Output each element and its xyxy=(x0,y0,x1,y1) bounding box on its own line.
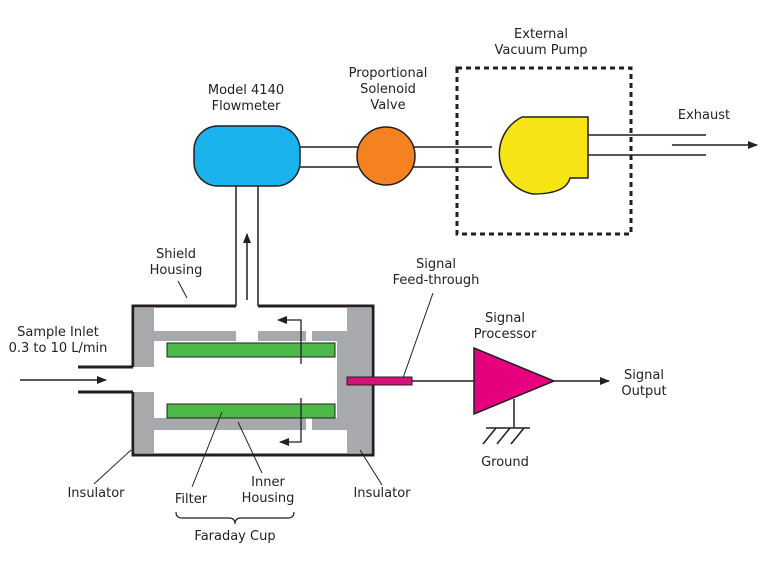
feedthrough-label-1: Signal xyxy=(416,257,456,272)
processor-label-1: Signal xyxy=(485,311,525,326)
solenoid-valve xyxy=(356,126,416,186)
valve-label-2: Solenoid xyxy=(360,82,416,97)
ground-label: Ground xyxy=(481,455,529,470)
pump-label-1: External xyxy=(514,27,568,42)
valve-label-3: Valve xyxy=(370,98,405,113)
valve-label-1: Proportional xyxy=(349,66,428,81)
inlet-label-2: 0.3 to 10 L/min xyxy=(9,341,108,356)
inlet-label-1: Sample Inlet xyxy=(17,325,99,340)
shield-housing xyxy=(131,304,375,457)
flowmeter-label-2: Flowmeter xyxy=(212,99,281,114)
ground-symbol xyxy=(482,399,530,445)
insulator-right-label: Insulator xyxy=(353,486,411,501)
flow-tubes xyxy=(235,134,706,306)
signal-feedthrough xyxy=(346,376,413,386)
filter-top xyxy=(166,342,336,358)
faraday-cup-label: Faraday Cup xyxy=(194,529,275,544)
signal-processor xyxy=(473,346,556,416)
vacuum-pump xyxy=(498,116,589,195)
processor-label-2: Processor xyxy=(474,327,537,342)
pump-label-2: Vacuum Pump xyxy=(494,43,587,58)
shield-label-2: Housing xyxy=(150,263,203,278)
vacuum-pump-enclosure xyxy=(455,66,633,236)
faraday-cup-brace xyxy=(175,511,295,525)
inlet-tube xyxy=(78,365,133,394)
flowmeter xyxy=(193,125,301,187)
internal-flow-arrows xyxy=(277,316,302,446)
feedthrough-label-2: Feed-through xyxy=(393,273,480,288)
filter-label: Filter xyxy=(175,492,208,507)
exhaust-label: Exhaust xyxy=(678,108,730,123)
insulator-left-label: Insulator xyxy=(67,486,125,501)
leader-lines xyxy=(93,280,434,488)
shield-label-1: Shield xyxy=(156,247,196,262)
output-label-1: Signal xyxy=(624,368,664,383)
inner-housing-label-1: Inner xyxy=(251,475,285,490)
inner-housing-label-2: Housing xyxy=(242,491,295,506)
insulator-group xyxy=(135,308,371,453)
filter-bottom xyxy=(166,403,336,419)
flowmeter-label-1: Model 4140 xyxy=(208,83,284,98)
output-label-2: Output xyxy=(621,384,666,399)
